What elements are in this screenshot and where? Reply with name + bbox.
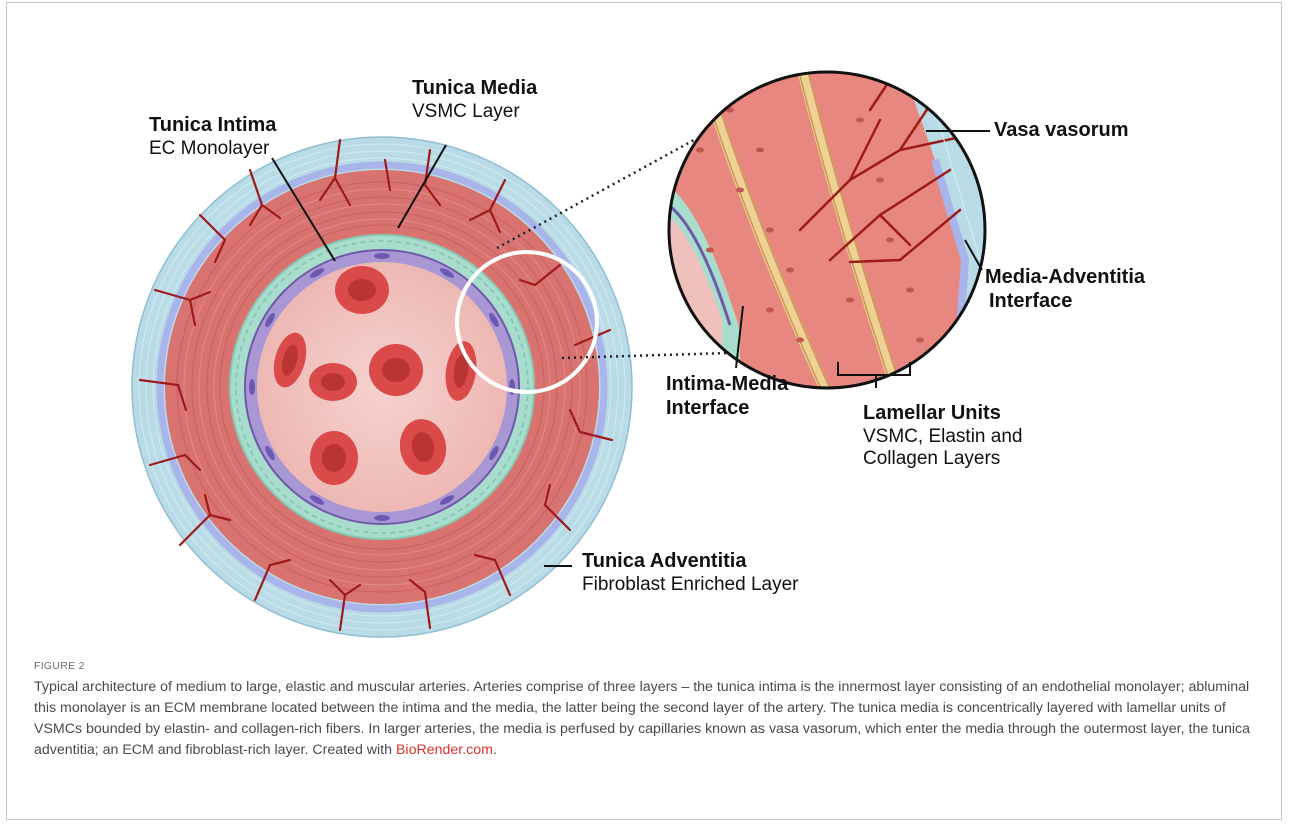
label-lamellar-units: Lamellar Units VSMC, Elastin and Collage…	[863, 402, 1022, 470]
intima-media-line1: Intima-Media	[666, 373, 788, 397]
label-tunica-media: Tunica Media VSMC Layer	[412, 77, 537, 123]
figure-label: FIGURE 2	[34, 660, 1264, 672]
tunica-media-title: Tunica Media	[412, 77, 537, 101]
label-intima-media: Intima-Media Interface	[666, 373, 788, 420]
tunica-media-sub: VSMC Layer	[412, 101, 537, 123]
zoom-inset	[660, 60, 1000, 400]
caption-end: .	[493, 742, 497, 758]
lamellar-units-sub2: Collagen Layers	[863, 448, 1022, 470]
figure-caption: FIGURE 2 Typical architecture of medium …	[34, 660, 1264, 761]
tunica-adventitia-title: Tunica Adventitia	[582, 550, 799, 574]
artery-cross-section	[132, 137, 632, 637]
vasa-vasorum-title: Vasa vasorum	[994, 119, 1129, 143]
intima-media-line2: Interface	[666, 397, 788, 421]
media-adventitia-line1: Media-Adventitia	[985, 266, 1145, 290]
label-media-adventitia: Media-Adventitia Interface	[985, 266, 1145, 313]
lamellar-units-sub1: VSMC, Elastin and	[863, 426, 1022, 448]
caption-body: Typical architecture of medium to large,…	[34, 679, 1250, 758]
tunica-adventitia-sub: Fibroblast Enriched Layer	[582, 574, 799, 596]
label-tunica-intima: Tunica Intima EC Monolayer	[149, 114, 276, 160]
media-adventitia-line2: Interface	[985, 290, 1145, 314]
label-vasa-vasorum: Vasa vasorum	[994, 119, 1129, 143]
biorender-link[interactable]: BioRender.com	[396, 742, 493, 758]
tunica-intima-sub: EC Monolayer	[149, 138, 276, 160]
tunica-intima-title: Tunica Intima	[149, 114, 276, 138]
lamellar-units-title: Lamellar Units	[863, 402, 1022, 426]
label-tunica-adventitia: Tunica Adventitia Fibroblast Enriched La…	[582, 550, 799, 596]
caption-text: Typical architecture of medium to large,…	[34, 677, 1264, 761]
